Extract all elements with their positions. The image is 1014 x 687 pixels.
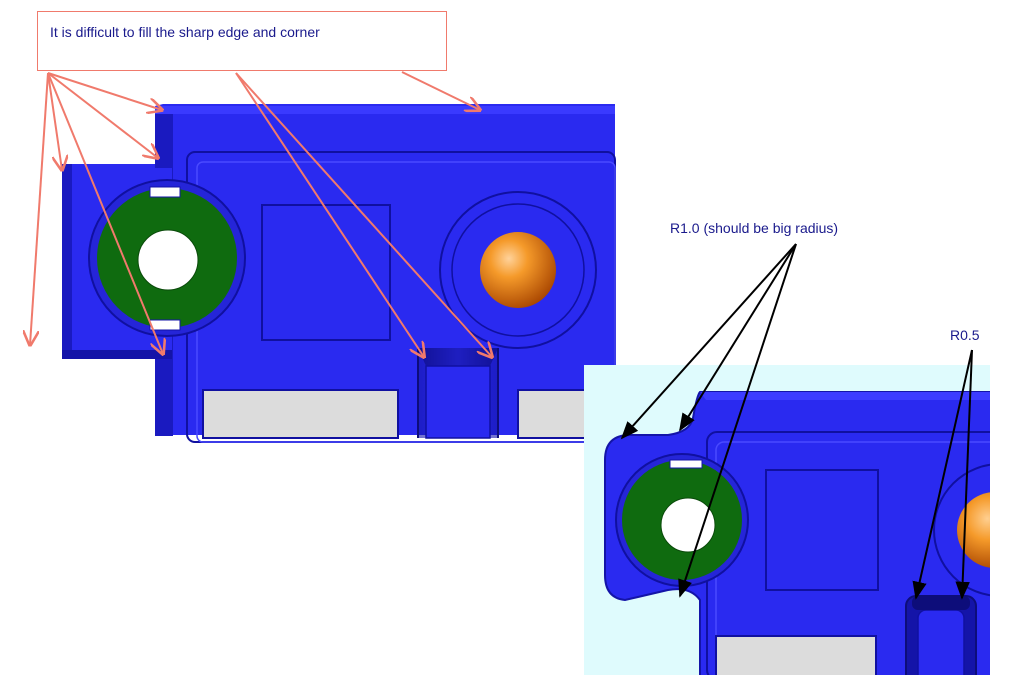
- r10-leaders: [620, 243, 797, 598]
- callout-text: It is difficult to fill the sharp edge a…: [50, 24, 320, 40]
- red-leader-1: [47, 72, 162, 110]
- red-leader-8: [235, 72, 492, 357]
- boss-left: [88, 179, 246, 337]
- radius-label-r05: R0.5: [950, 327, 980, 343]
- red-leader-4: [30, 72, 49, 345]
- grey-pocket-right: [715, 635, 877, 675]
- red-leader-6: [401, 71, 480, 110]
- grey-pocket-left-1: [202, 389, 399, 439]
- ball-boss-left: [439, 191, 597, 349]
- r05-leader-1: [912, 349, 973, 600]
- red-leader-7: [235, 72, 424, 357]
- radius-label-r10: R1.0 (should be big radius): [670, 220, 839, 236]
- red-leader-2: [47, 72, 158, 158]
- r10-leader-1: [620, 243, 797, 440]
- insert-hole-right: [660, 497, 716, 553]
- r05-leaders: [912, 349, 973, 600]
- red-leader-5: [47, 72, 163, 354]
- orange-ball: [480, 232, 556, 308]
- insert-hole: [137, 229, 199, 291]
- red-leaders: [30, 71, 492, 357]
- r10-leader-3: [678, 243, 797, 598]
- red-leader-3: [47, 72, 62, 170]
- square-pad-right: [765, 469, 879, 591]
- r05-leader-2: [955, 349, 973, 600]
- pocket-slot-left: [417, 348, 499, 439]
- callout-box: It is difficult to fill the sharp edge a…: [37, 11, 447, 71]
- r10-leader-2: [679, 243, 797, 432]
